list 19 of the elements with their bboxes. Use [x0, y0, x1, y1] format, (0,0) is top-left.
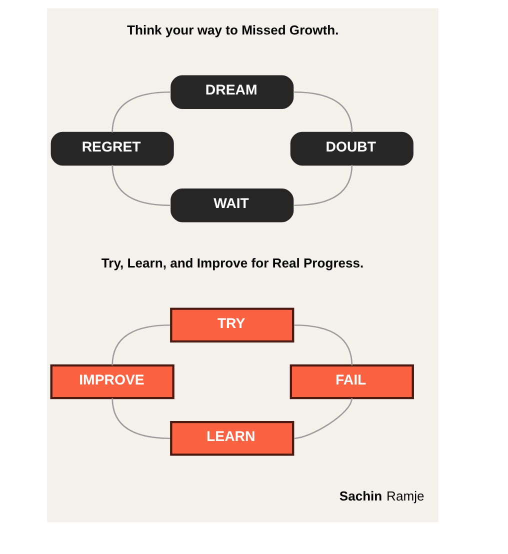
connector	[111, 398, 170, 440]
label: Think your way to Missed Growth.	[126, 22, 338, 38]
node-box: REGRET	[50, 132, 174, 166]
node-box: DREAM	[170, 75, 294, 109]
connector	[294, 324, 352, 366]
connector	[294, 398, 352, 440]
node-box: DOUBT	[290, 132, 413, 166]
label: Try, Learn, and Improve for Real Progress.	[100, 256, 364, 271]
node-box: TRY	[170, 308, 294, 343]
node-box: WAIT	[170, 188, 294, 222]
connector	[294, 165, 352, 206]
node-box: FAIL	[289, 364, 414, 400]
connector	[111, 165, 170, 206]
connector	[294, 91, 352, 132]
connector	[111, 324, 170, 366]
node-box: LEARN	[170, 420, 294, 456]
connector	[111, 91, 170, 132]
label: Sachin Ramje	[338, 488, 424, 504]
node-box: IMPROVE	[50, 364, 174, 400]
